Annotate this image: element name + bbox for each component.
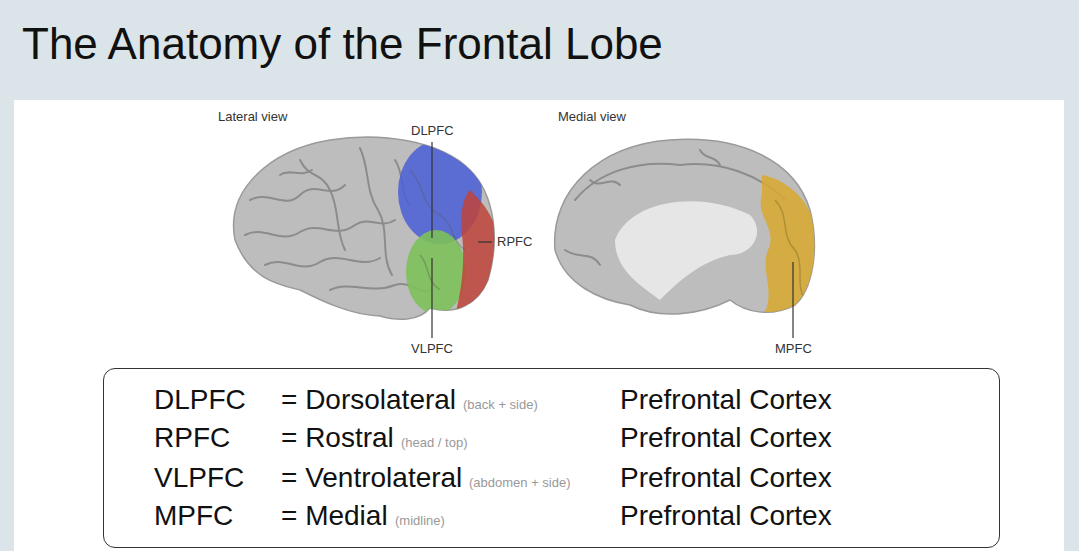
region-label: MPFC [775, 341, 812, 357]
term-gloss: (head / top) [401, 435, 468, 451]
abbreviation: VLPFC [154, 462, 244, 494]
region-label: VLPFC [411, 341, 453, 357]
term-gloss: (midline) [395, 513, 445, 529]
abbreviation: DLPFC [154, 384, 246, 416]
region-label: RPFC [497, 234, 532, 250]
term-suffix: Prefrontal Cortex [620, 384, 832, 416]
term: = Medial [281, 500, 388, 532]
term-suffix: Prefrontal Cortex [620, 500, 832, 532]
term: = Rostral [281, 422, 394, 454]
view-label: Lateral view [218, 109, 287, 125]
abbreviation: MPFC [154, 500, 233, 532]
abbreviation: RPFC [154, 422, 230, 454]
term-suffix: Prefrontal Cortex [620, 422, 832, 454]
definition-box: DLPFC = Dorsolateral (back + side) Prefront… [103, 368, 1000, 548]
region-label: DLPFC [411, 123, 454, 139]
term-gloss: (abdomen + side) [469, 475, 571, 491]
term-gloss: (back + side) [463, 397, 538, 413]
term-suffix: Prefrontal Cortex [620, 462, 832, 494]
term: = Dorsolateral [281, 384, 456, 416]
slide-title: The Anatomy of the Frontal Lobe [22, 18, 663, 70]
term: = Ventrolateral [281, 462, 462, 494]
view-label: Medial view [558, 109, 626, 125]
